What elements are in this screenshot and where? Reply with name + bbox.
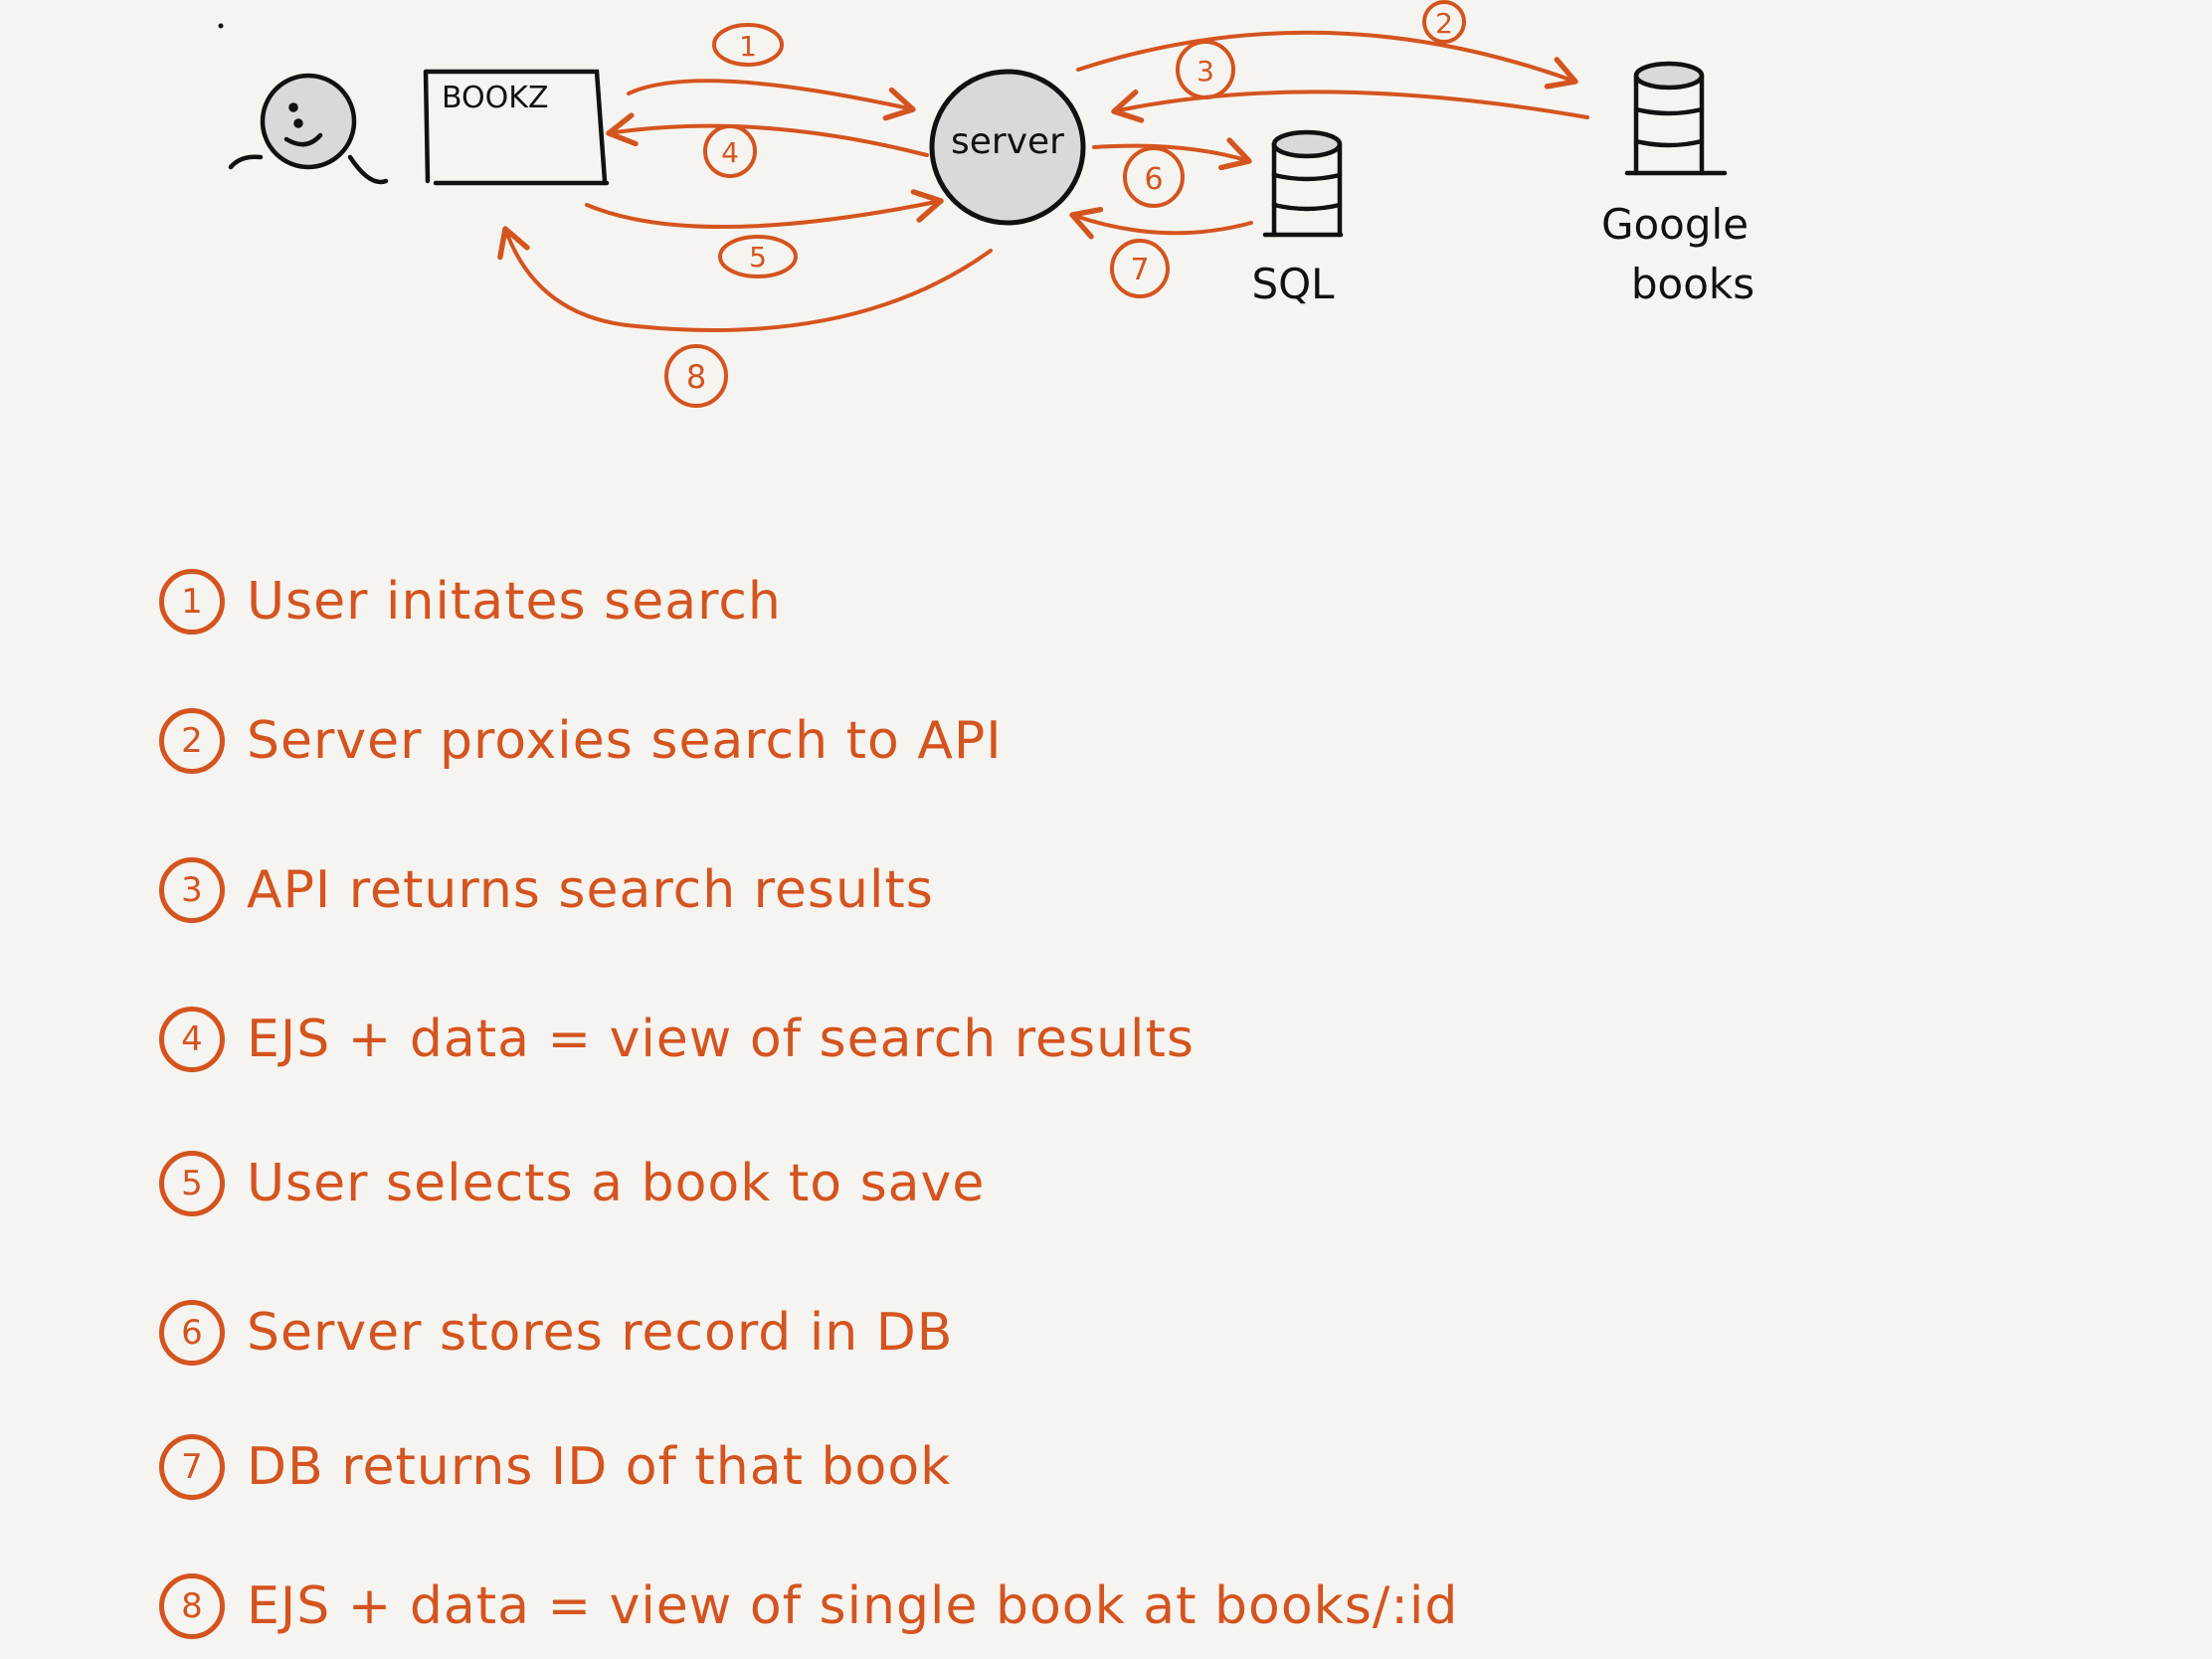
server-label: server (951, 121, 1064, 162)
svg-text:3: 3 (1197, 55, 1214, 88)
legend-item-3: 3 API returns search results (159, 845, 934, 935)
legend-item-7: 7 DB returns ID of that book (159, 1422, 951, 1512)
legend-item-4: 4 EJS + data = view of search results (159, 995, 1195, 1084)
arrow-8 (497, 226, 993, 332)
app-label: BOOKZ (442, 81, 549, 115)
step-text: Server stores record in DB (247, 1303, 954, 1363)
arrow-badge-8: 8 (664, 344, 728, 408)
sql-database-icon (1262, 129, 1344, 238)
step-badge: 3 (159, 857, 225, 923)
step-text: DB returns ID of that book (247, 1437, 952, 1497)
legend-item-5: 5 User selects a book to save (159, 1139, 985, 1228)
arrow-1 (627, 79, 916, 121)
arrow-badge-7: 7 (1110, 239, 1170, 298)
svg-text:2: 2 (1435, 7, 1453, 40)
arrow-badge-2: 2 (1422, 0, 1466, 44)
sql-label: SQL (1251, 260, 1335, 308)
svg-text:7: 7 (1130, 253, 1149, 287)
arrow-badge-3: 3 (1176, 40, 1235, 99)
google-label-line1: Google (1601, 200, 1749, 249)
step-text: User initates search (247, 572, 782, 632)
step-badge: 7 (159, 1434, 225, 1500)
legend-item-8: 8 EJS + data = view of single book at bo… (159, 1562, 1458, 1651)
svg-text:6: 6 (1144, 162, 1163, 197)
svg-text:1: 1 (739, 30, 757, 63)
arrow-badge-5: 5 (718, 235, 798, 278)
step-text: User selects a book to save (247, 1154, 986, 1213)
arrow-5 (585, 189, 944, 229)
legend-item-6: 6 Server stores record in DB (159, 1288, 953, 1378)
google-books-database-icon (1624, 61, 1728, 176)
step-badge: 2 (159, 708, 225, 774)
legend-item-2: 2 Server proxies search to API (159, 696, 1003, 786)
stray-dot (218, 23, 224, 29)
arrow-badge-4: 4 (703, 124, 757, 178)
svg-text:5: 5 (749, 241, 767, 274)
step-text: EJS + data = view of single book at book… (247, 1576, 1459, 1636)
server-node: server (929, 69, 1086, 226)
step-badge: 5 (159, 1151, 225, 1216)
google-label-line2: books (1631, 260, 1754, 308)
step-badge: 6 (159, 1300, 225, 1366)
step-text: Server proxies search to API (247, 711, 1003, 771)
bookz-app-window: BOOKZ (423, 69, 610, 186)
arrow-7 (1069, 206, 1253, 240)
arrow-badge-6: 6 (1123, 146, 1185, 208)
step-badge: 1 (159, 569, 225, 635)
user-icon (228, 73, 389, 185)
svg-text:4: 4 (721, 136, 739, 169)
step-badge: 4 (159, 1007, 225, 1072)
arrow-2 (1076, 30, 1578, 90)
arrow-3 (1111, 90, 1589, 123)
arrow-6 (1092, 137, 1252, 171)
legend-item-1: 1 User initates search (159, 557, 782, 646)
arrow-4 (606, 112, 929, 157)
svg-text:8: 8 (686, 358, 706, 396)
step-text: EJS + data = view of search results (247, 1010, 1195, 1069)
arrow-badge-1: 1 (712, 23, 784, 67)
step-text: API returns search results (247, 860, 934, 920)
step-badge: 8 (159, 1573, 225, 1639)
